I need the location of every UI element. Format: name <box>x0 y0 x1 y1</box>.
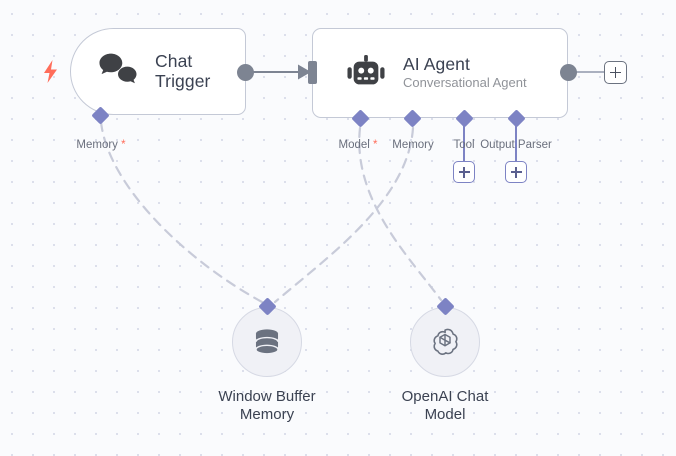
edge-agent-model-to-openai <box>358 126 443 302</box>
ai-agent-model-label-text: Model <box>338 139 370 151</box>
ai-agent-output-port[interactable] <box>560 64 577 81</box>
ai-agent-input-port[interactable] <box>308 61 317 84</box>
node-ai-agent-subtitle: Conversational Agent <box>403 75 527 91</box>
add-node-after-agent-button[interactable] <box>604 61 627 84</box>
openai-icon <box>433 328 458 355</box>
window-buffer-memory-label: Window Buffer Memory <box>218 388 316 424</box>
database-icon <box>255 329 279 355</box>
node-chat-trigger-text: Chat Trigger <box>155 50 211 92</box>
ai-agent-tool-label: Tool <box>453 139 475 151</box>
window-buffer-memory-circle[interactable] <box>232 307 302 377</box>
edge-agent-memory-to-window-buffer <box>273 126 415 304</box>
node-ai-agent[interactable]: AI Agent Conversational Agent <box>312 28 568 118</box>
node-chat-trigger-title-line2: Trigger <box>155 70 211 91</box>
plus-icon-vertical <box>463 166 465 178</box>
plus-icon-vertical <box>614 67 617 78</box>
chat-trigger-output-port[interactable] <box>237 64 254 81</box>
robot-icon <box>345 52 387 94</box>
openai-chat-model-label: OpenAI Chat Model <box>401 388 489 424</box>
chat-trigger-memory-label-text: Memory <box>76 139 118 151</box>
add-output-parser-button[interactable] <box>505 161 527 183</box>
lightning-bolt-icon <box>42 60 59 83</box>
chat-trigger-memory-required-star: * <box>117 139 126 151</box>
plus-icon-vertical <box>515 166 517 178</box>
node-ai-agent-title: AI Agent <box>403 54 470 75</box>
ai-agent-output-parser-label: Output Parser <box>480 139 552 151</box>
chat-bubbles-icon <box>97 51 139 93</box>
node-chat-trigger-title-line1: Chat <box>155 50 193 71</box>
ai-agent-model-required-star: * <box>369 139 378 151</box>
node-openai-chat-model[interactable]: OpenAI Chat Model <box>380 307 510 425</box>
node-chat-trigger[interactable]: Chat Trigger <box>70 28 246 115</box>
node-window-buffer-memory[interactable]: Window Buffer Memory <box>202 307 332 425</box>
openai-chat-model-circle[interactable] <box>410 307 480 377</box>
ai-agent-model-label: Model * <box>339 139 378 151</box>
node-ai-agent-text: AI Agent Conversational Agent <box>403 54 527 91</box>
add-tool-button[interactable] <box>453 161 475 183</box>
ai-agent-memory-label: Memory <box>392 139 434 151</box>
chat-trigger-memory-label: Memory * <box>76 139 125 151</box>
